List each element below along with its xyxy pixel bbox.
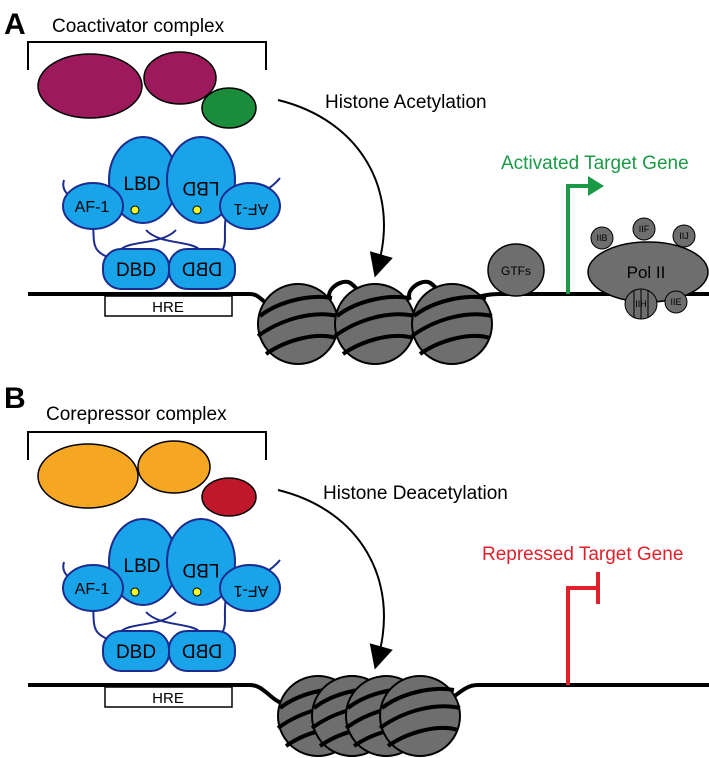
panel-b: B Corepressor complex Histone Deacetylat…: [4, 382, 709, 758]
lbd-right-label: LBD: [183, 177, 220, 198]
nucleosome-icon: [378, 674, 462, 758]
histone-deacetylation-label: Histone Deacetylation: [323, 483, 508, 504]
corepressor-bracket: [27, 431, 267, 460]
receptor-dimer-a: LBD LBD AF-1 AF-1 DBD DBD: [62, 136, 281, 290]
dbd-left-label: DBD: [116, 642, 156, 663]
hre-label: HRE: [152, 299, 184, 316]
panel-a: A Coactivator complex Histone Acetylatio…: [4, 8, 709, 366]
receptor-dimer-b: LBD LBD AF-1 AF-1 DBD DBD: [62, 518, 281, 672]
af1-left-label: AF-1: [75, 581, 110, 598]
corepressor-complex-label: Corepressor complex: [46, 404, 227, 425]
gtfs-label: GTFs: [501, 264, 531, 278]
corepressor-medium-protein: [137, 440, 211, 494]
corepressor-small-protein: [201, 477, 257, 517]
iie-label: IIE: [670, 297, 681, 307]
dbd-right-label: DBD: [182, 260, 222, 281]
repressed-gene-label: Repressed Target Gene: [482, 544, 683, 565]
activated-gene-label: Activated Target Gene: [501, 153, 689, 174]
dbd-right-label: DBD: [182, 642, 222, 663]
coactivator-complex-label: Coactivator complex: [52, 16, 225, 37]
histone-acetylation-label: Histone Acetylation: [325, 92, 487, 113]
ligand-icon: [192, 587, 202, 597]
dna-strand-a: [28, 279, 709, 309]
lbd-right-label: LBD: [183, 559, 220, 580]
activated-gene-arrowhead: [588, 176, 604, 196]
coactivator-bracket: [27, 41, 267, 70]
lbd-left-label: LBD: [124, 174, 161, 195]
dbd-left-label: DBD: [116, 260, 156, 281]
hre-label: HRE: [152, 690, 184, 707]
nucleosome-icon: [410, 282, 494, 366]
nucleosome-icon: [333, 282, 417, 366]
ligand-icon: [192, 205, 202, 215]
iih-label: IIH: [635, 299, 647, 309]
nucleosome-icon: [256, 282, 340, 366]
ligand-icon: [130, 205, 140, 215]
iij-label: IIJ: [679, 231, 689, 241]
gtfs-protein: [487, 243, 545, 297]
af1-left-label: AF-1: [75, 199, 110, 216]
ligand-icon: [130, 587, 140, 597]
lbd-left-label: LBD: [124, 556, 161, 577]
panel-a-letter: A: [4, 8, 26, 41]
pol-ii-label: Pol II: [627, 263, 666, 282]
panel-b-letter: B: [4, 382, 26, 415]
coactivator-small-protein: [201, 87, 257, 129]
af1-right-label: AF-1: [234, 582, 269, 599]
acetylation-arrow: [277, 99, 393, 278]
corepressor-large-protein: [37, 443, 139, 509]
coactivator-large-protein: [37, 53, 143, 119]
iif-label: IIF: [639, 224, 650, 234]
iib-label: IIB: [596, 233, 607, 243]
coactivator-medium-protein: [143, 51, 217, 105]
deacetylation-arrow: [277, 489, 393, 670]
repressed-gene-symbol: [566, 586, 598, 685]
activated-gene-arrow: [566, 184, 590, 294]
af1-right-label: AF-1: [234, 200, 269, 217]
